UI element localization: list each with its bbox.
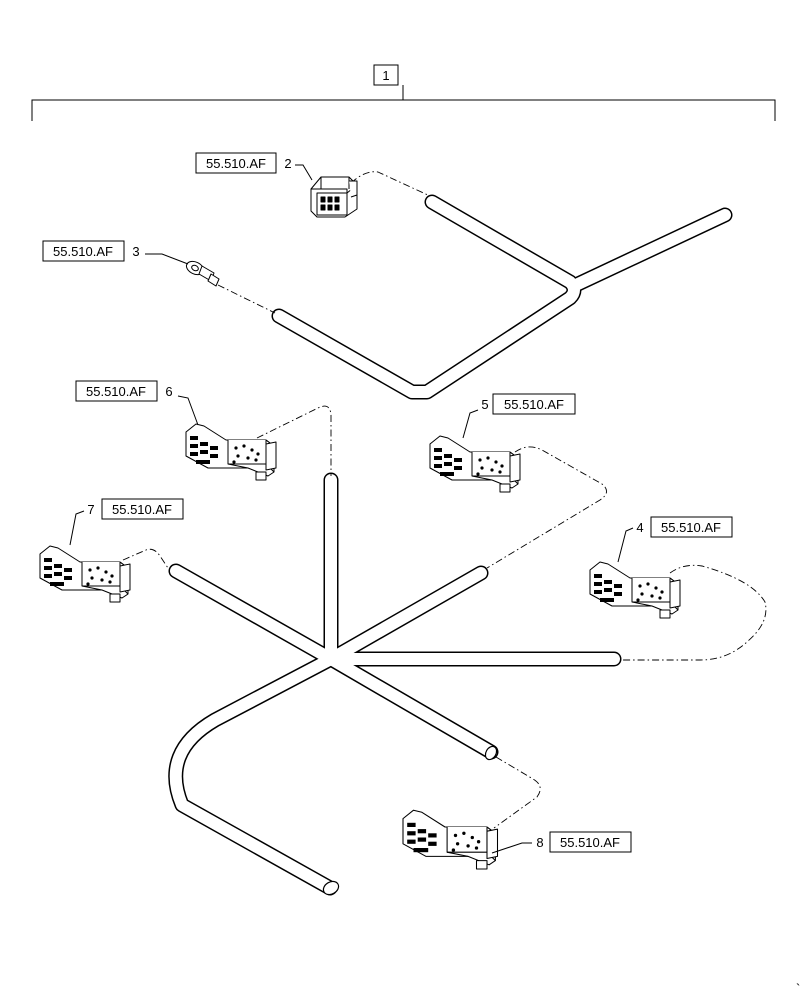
callout-ref: 55.510.AF [112, 502, 172, 517]
callout-ref: 55.510.AF [86, 384, 146, 399]
assembly-bracket: 1 [31, 64, 776, 121]
connector-item-4 [589, 561, 681, 619]
callout-item-7: 55.510.AF 7 [69, 498, 184, 546]
connection-lines [122, 171, 767, 829]
callout-item-6: 55.510.AF 6 [75, 380, 199, 426]
upper-harness-tube [271, 194, 733, 400]
corner-mark: ` [796, 981, 800, 996]
callout-ref: 55.510.AF [560, 835, 620, 850]
callout-ref: 55.510.AF [206, 156, 266, 171]
lower-harness-tube [168, 472, 622, 896]
connector-item-2 [310, 176, 358, 218]
callout-item-5: 55.510.AF 5 [462, 393, 576, 439]
connector-item-6 [185, 423, 277, 481]
callout-number: 3 [132, 244, 139, 259]
callout-number: 7 [87, 502, 94, 517]
callout-number: 6 [165, 384, 172, 399]
connector-item-8 [402, 809, 499, 870]
assembly-item-number: 1 [382, 68, 389, 83]
callout-item-8: 55.510.AF 8 [491, 831, 632, 854]
ring-terminal-item-3 [185, 260, 220, 287]
callout-ref: 55.510.AF [504, 397, 564, 412]
callout-item-3: 55.510.AF 3 [42, 240, 189, 265]
callout-number: 2 [284, 156, 291, 171]
callout-ref: 55.510.AF [661, 520, 721, 535]
callout-item-4: 55.510.AF 4 [617, 516, 733, 563]
connector-item-5 [429, 435, 521, 493]
callout-number: 8 [536, 835, 543, 850]
connector-item-7 [39, 545, 131, 603]
callout-number: 5 [481, 397, 488, 412]
callout-ref: 55.510.AF [53, 244, 113, 259]
callout-number: 4 [636, 520, 643, 535]
callout-item-2: 55.510.AF 2 [195, 152, 313, 181]
